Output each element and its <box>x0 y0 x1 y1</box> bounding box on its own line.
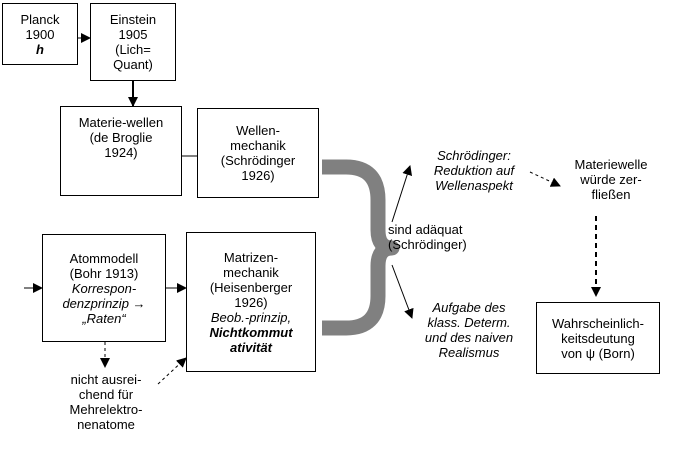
aufgabe-line1: Aufgabe des <box>432 300 506 315</box>
debroglie-box: Materie-wellen (de Broglie 1924) <box>60 106 182 196</box>
einstein-line3: (Lich= <box>115 42 151 57</box>
born-box: Wahrscheinlich- keitsdeutung von ψ (Born… <box>536 302 660 374</box>
planck-constant: h <box>36 41 44 57</box>
matrizenmechanik-box: Matrizen- mechanik (Heisenberger 1926) B… <box>186 232 316 372</box>
einstein-name: Einstein <box>109 12 157 27</box>
born-line3: von ψ (Born) <box>561 345 635 361</box>
einstein-box: Einstein 1905 (Lich= Quant) <box>90 3 176 81</box>
matrizen-line2: mechanik <box>223 264 279 280</box>
bohr-line2: (Bohr 1913) <box>69 265 139 281</box>
arrow-brace-aufgabe <box>391 264 414 319</box>
bohr-line5: „Raten“ <box>82 310 126 326</box>
aufgabe-line4: Realismus <box>438 345 500 360</box>
nicht-line2: chend für <box>78 387 134 402</box>
nicht-line1: nicht ausrei- <box>70 372 142 387</box>
bohr-line1: Atommodell <box>69 250 139 266</box>
matrizen-line4: 1926) <box>234 294 268 310</box>
planck-name: Planck <box>20 11 60 27</box>
nicht-ausreichend-label: nicht ausrei- chend für Mehrelektro- nen… <box>48 372 164 432</box>
matrizen-line6: Nichtkommut <box>209 324 293 340</box>
reduktion-line3: Wellenaspekt <box>435 178 513 193</box>
planck-box: Planck 1900 h <box>2 3 78 65</box>
wellen-line1: Wellen- <box>236 123 280 138</box>
nicht-line3: Mehrelektro- <box>69 402 143 417</box>
aufgabe-line3: und des naiven <box>424 330 514 345</box>
materiewelle-line1: Materiewelle <box>574 157 648 172</box>
adaequat-line2: (Schrödinger) <box>388 237 467 252</box>
matrizen-line5: Beob.-prinzip, <box>210 309 292 325</box>
materiewelle-label: Materiewelle würde zer- fließen <box>556 157 666 202</box>
matrizen-line1: Matrizen- <box>223 249 279 265</box>
materiewelle-line3: fließen <box>591 187 631 202</box>
arrow-nicht-matrizen <box>157 357 187 385</box>
born-line1: Wahrscheinlich- <box>552 315 644 331</box>
matrizen-line7: ativität <box>230 339 272 355</box>
wellenmechanik-box: Wellen- mechanik (Schrödinger 1926) <box>197 108 319 198</box>
wellen-line2: mechanik <box>230 138 286 153</box>
adaequat-line1: sind adäquat <box>388 222 463 237</box>
debroglie-line2: (de Broglie <box>89 130 153 145</box>
aufgabe-line2: klass. Determ. <box>427 315 511 330</box>
schroedinger-reduktion-label: Schrödinger: Reduktion auf Wellenaspekt <box>412 148 536 193</box>
nicht-line4: nenatome <box>77 417 135 432</box>
adaequat-label: sind adäquat (Schrödinger) <box>388 222 496 252</box>
wellen-line3: (Schrödinger <box>220 153 296 168</box>
wellen-line4: 1926) <box>241 168 275 183</box>
bohr-line4: denzprinzip → <box>62 295 146 311</box>
reduktion-line1: Schrödinger: <box>437 148 511 163</box>
arrow-brace-reduktion <box>391 165 413 223</box>
einstein-line4: Quant) <box>113 57 153 72</box>
bohr-line3: Korrespon- <box>71 280 137 296</box>
bohr-box: Atommodell (Bohr 1913) Korrespon- denzpr… <box>42 234 166 342</box>
einstein-year: 1905 <box>118 27 148 42</box>
materiewelle-line2: würde zer- <box>580 172 642 187</box>
matrizen-line3: (Heisenberger <box>209 279 293 295</box>
born-line2: keitsdeutung <box>561 330 635 346</box>
planck-year: 1900 <box>25 26 55 42</box>
brace-shape <box>322 159 400 336</box>
debroglie-line3: 1924) <box>104 145 138 160</box>
debroglie-line1: Materie-wellen <box>78 115 164 130</box>
reduktion-line2: Reduktion auf <box>433 163 515 178</box>
aufgabe-label: Aufgabe des klass. Determ. und des naive… <box>408 300 530 360</box>
